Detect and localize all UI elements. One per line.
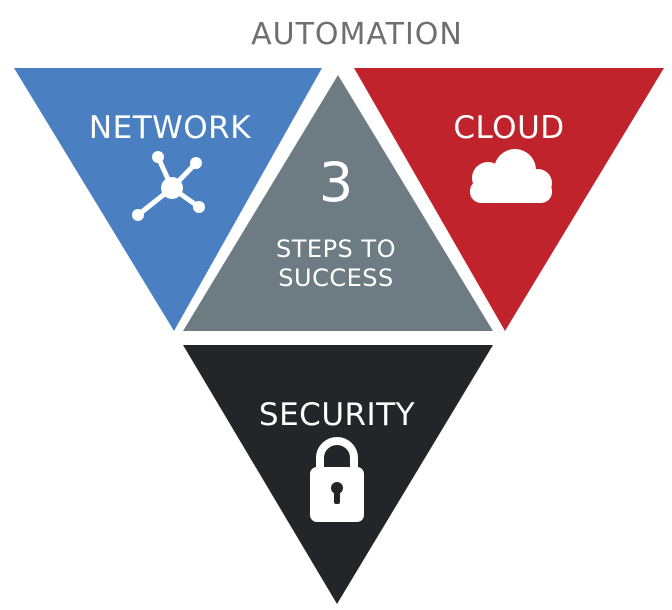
security-segment: SECURITY: [183, 345, 493, 604]
padlock-icon: [310, 437, 364, 522]
steps-line-2: SUCCESS: [278, 264, 393, 292]
network-hub-icon: [132, 151, 205, 221]
network-segment: NETWORK: [14, 68, 322, 331]
network-triangle: [14, 68, 322, 331]
steps-line-1: STEPS TO: [276, 235, 396, 263]
diagram-title: AUTOMATION: [251, 17, 463, 52]
center-segment: 3 STEPS TO SUCCESS: [183, 75, 493, 331]
cloud-label: CLOUD: [453, 110, 564, 146]
steps-number: 3: [319, 151, 353, 214]
cloud-segment: CLOUD: [354, 68, 664, 331]
center-triangle: [183, 75, 493, 331]
cloud-icon: [470, 149, 552, 203]
network-label: NETWORK: [89, 110, 251, 146]
security-label: SECURITY: [259, 397, 415, 433]
